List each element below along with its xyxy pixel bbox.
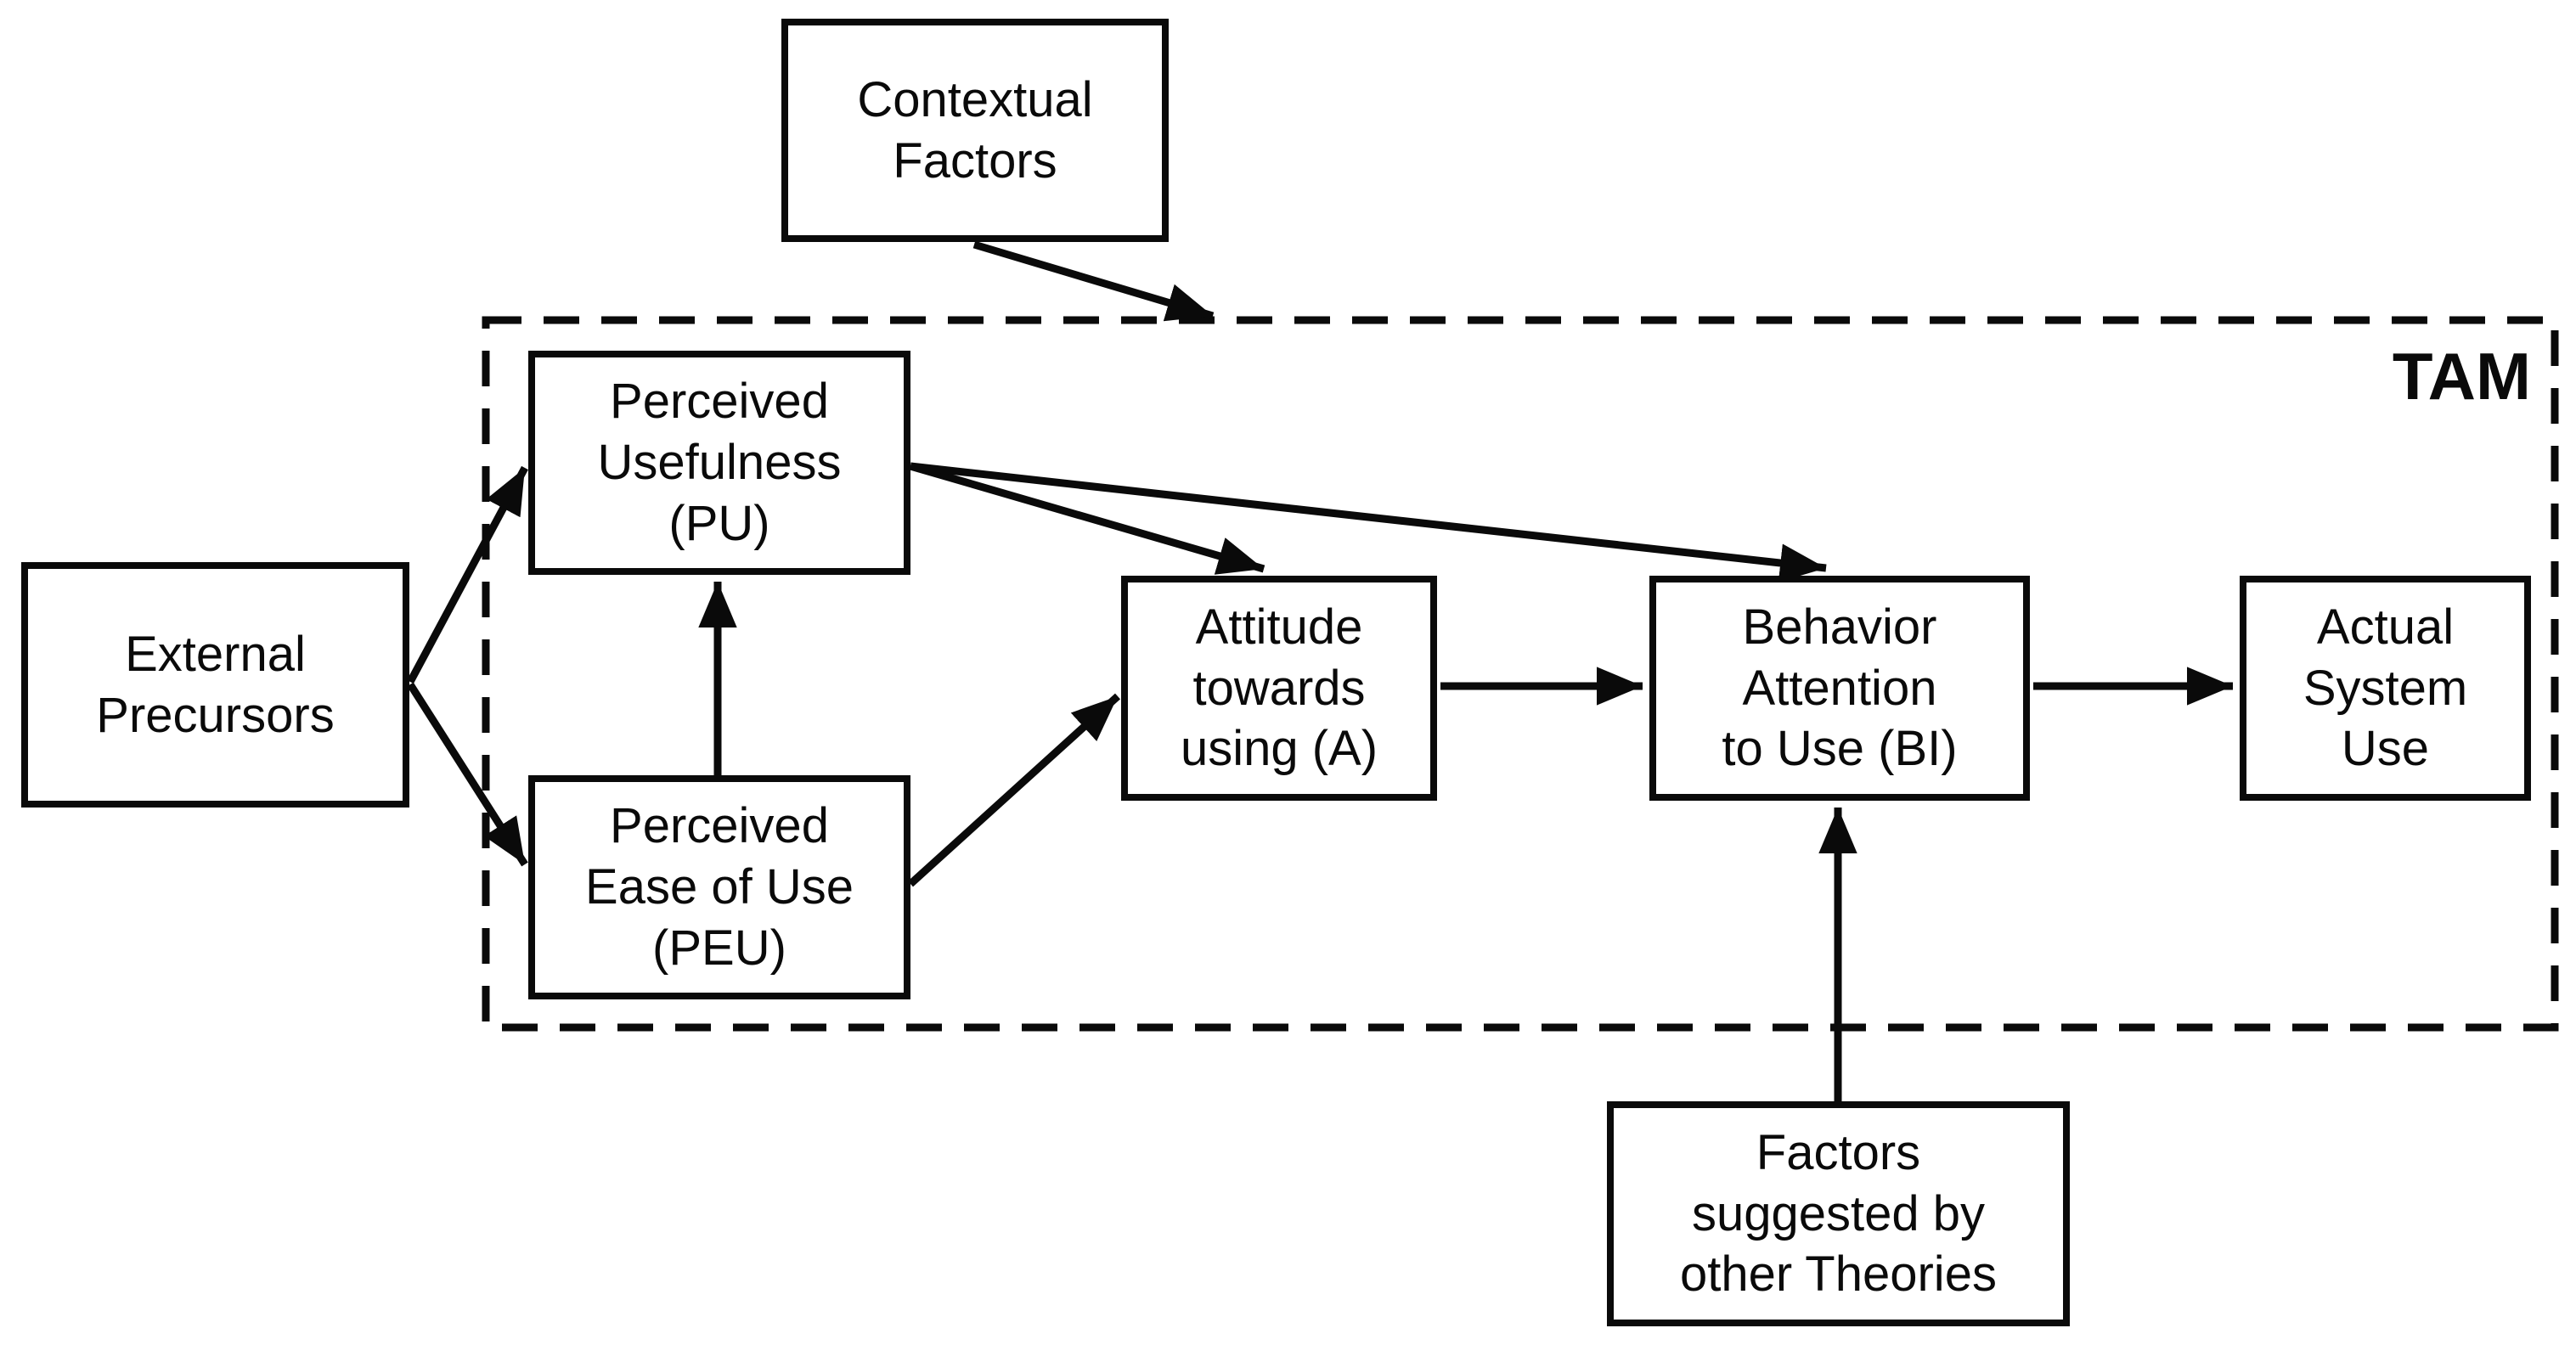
arrow-peu-to-attitude bbox=[907, 693, 1121, 887]
node-factors-other-theories-label: Factors suggested by other Theories bbox=[1680, 1124, 1997, 1303]
arrow-contextual-to-tam bbox=[972, 240, 1215, 322]
arrow-external-to-pu bbox=[407, 465, 528, 684]
node-behavior-intention-to-use: Behavior Attention to Use (BI) bbox=[1649, 576, 2030, 801]
node-contextual-factors-label: Contextual Factors bbox=[857, 71, 1093, 189]
node-attitude-towards-using-label: Attitude towards using (A) bbox=[1180, 599, 1378, 777]
node-perceived-ease-of-use: Perceived Ease of Use (PEU) bbox=[528, 775, 910, 999]
node-perceived-ease-of-use-label: Perceived Ease of Use (PEU) bbox=[585, 798, 854, 976]
tam-boundary-title: TAM bbox=[2392, 339, 2531, 414]
node-external-precursors-label: External Precursors bbox=[96, 626, 335, 743]
arrow-pu-to-behavior bbox=[910, 462, 1827, 582]
node-attitude-towards-using: Attitude towards using (A) bbox=[1121, 576, 1437, 801]
arrow-external-to-peu bbox=[407, 682, 528, 867]
arrow-pu-to-attitude bbox=[909, 462, 1265, 575]
tam-boundary-dashed-box bbox=[482, 316, 2559, 1032]
node-perceived-usefulness: Perceived Usefulness (PU) bbox=[528, 351, 910, 575]
node-behavior-intention-to-use-label: Behavior Attention to Use (BI) bbox=[1722, 599, 1958, 777]
node-external-precursors: External Precursors bbox=[21, 562, 409, 808]
node-contextual-factors: Contextual Factors bbox=[781, 19, 1169, 242]
node-actual-system-use-label: Actual System Use bbox=[2303, 599, 2468, 777]
node-perceived-usefulness-label: Perceived Usefulness (PU) bbox=[597, 374, 842, 551]
node-actual-system-use: Actual System Use bbox=[2240, 576, 2531, 801]
node-factors-other-theories: Factors suggested by other Theories bbox=[1607, 1101, 2070, 1326]
